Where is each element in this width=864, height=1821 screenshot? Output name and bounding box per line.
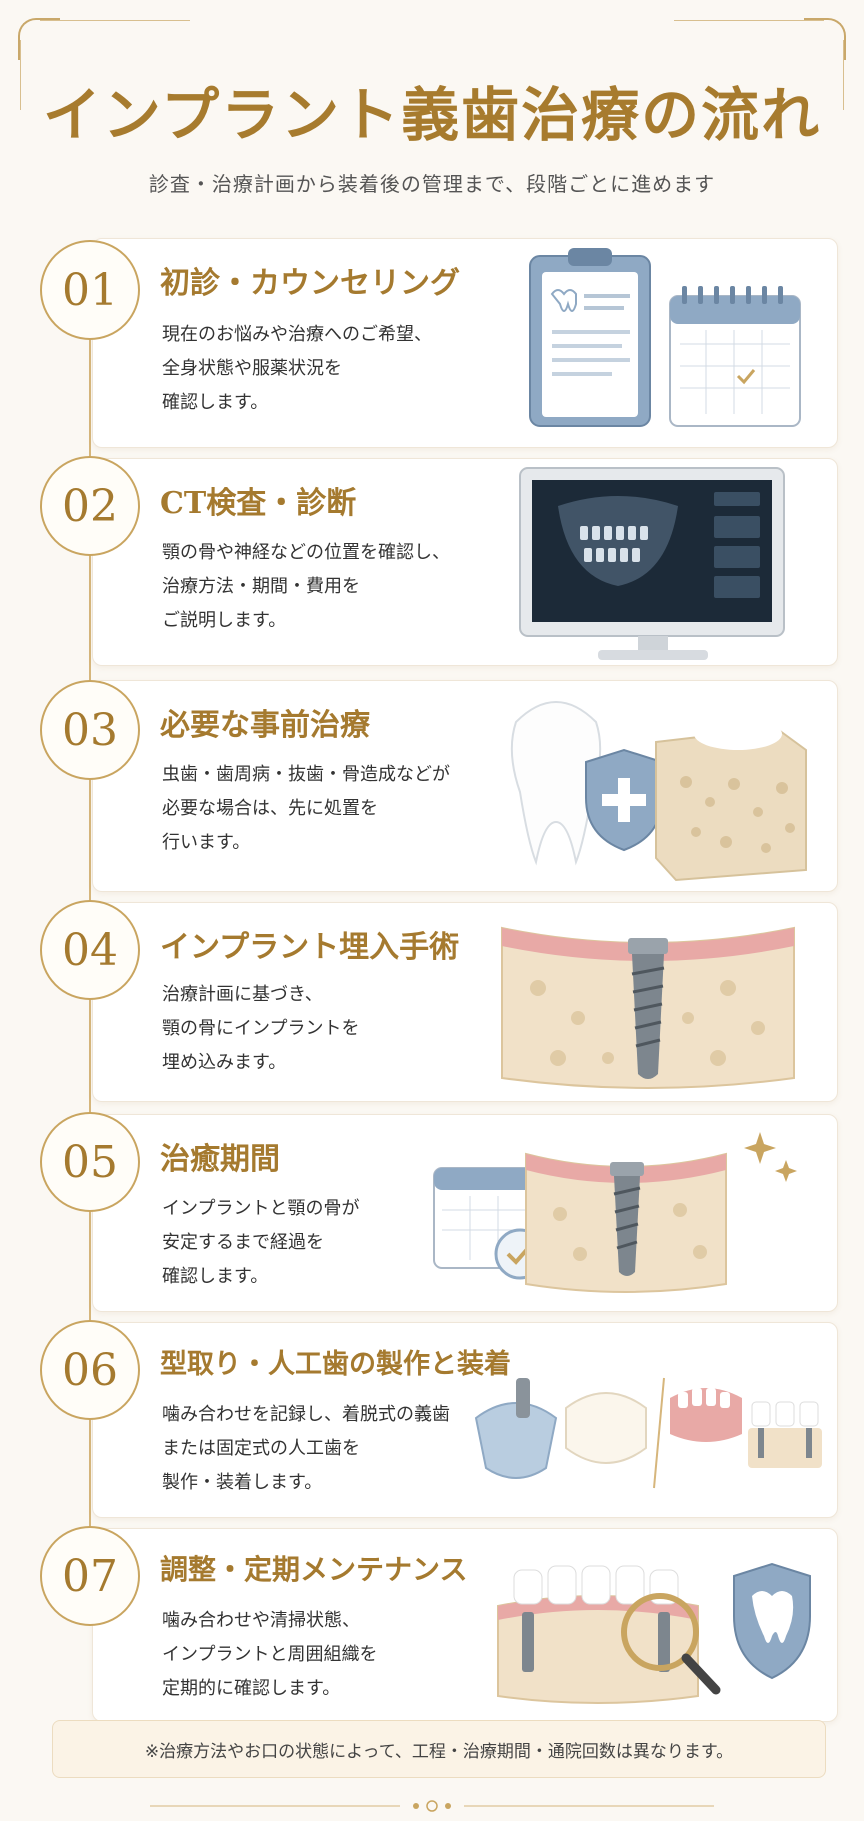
step-title: CT検査・診断	[160, 486, 357, 521]
footnote: ※治療方法やお口の状態によって、工程・治療期間・通院回数は異なります。	[52, 1720, 826, 1778]
step-number-badge: 07	[40, 1526, 140, 1626]
step-title: 型取り・人工歯の製作と装着	[160, 1349, 511, 1380]
desc-line: 確認します。	[162, 392, 269, 413]
desc-line: 安定するまで経過を	[162, 1232, 324, 1253]
step-title: 初診・カウンセリング	[160, 266, 460, 301]
corner-ornament	[804, 18, 846, 60]
step-number-badge: 05	[40, 1112, 140, 1212]
desc-line: 確認します。	[162, 1266, 269, 1287]
desc-line: 顎の骨や神経などの位置を確認し、	[162, 542, 450, 563]
healing-illustration	[433, 1132, 797, 1293]
pre-treatment-illustration	[510, 701, 807, 882]
xray-monitor-icon	[519, 467, 785, 660]
maintenance-illustration	[497, 1562, 811, 1704]
calendar-icon	[669, 286, 801, 427]
desc-line: 虫歯・歯周病・抜歯・骨造成などが	[162, 764, 450, 785]
desc-line: インプラントと顎の骨が	[162, 1198, 360, 1219]
desc-line: 製作・装着します。	[162, 1472, 323, 1493]
desc-line: 定期的に確認します。	[162, 1678, 341, 1699]
desc-line: 現在のお悩みや治療へのご希望、	[162, 324, 432, 345]
desc-line: 埋め込みます。	[162, 1052, 287, 1073]
sparkle-icon	[744, 1132, 776, 1164]
page-subtitle: 診査・治療計画から装着後の管理まで、段階ごとに進めます	[148, 172, 716, 196]
desc-line: 必要な場合は、先に処置を	[162, 798, 378, 819]
step-description: 噛み合わせを記録し、着脱式の義歯 または固定式の人工歯を 製作・装着します。	[162, 1398, 492, 1500]
desc-line: 顎の骨にインプラントを	[162, 1018, 360, 1039]
implant-in-bone-illustration	[501, 926, 795, 1089]
step-description: 治療計画に基づき、 顎の骨にインプラントを 埋め込みます。	[162, 978, 492, 1080]
corner-ornament	[18, 18, 60, 60]
frame-right-line	[843, 40, 844, 110]
step-number-badge: 01	[40, 240, 140, 340]
desc-line: 治療計画に基づき、	[162, 984, 323, 1005]
step-number-badge: 04	[40, 900, 140, 1000]
bottom-ornament	[150, 1800, 714, 1812]
step-title: インプラント埋入手術	[160, 930, 460, 965]
denture-icon	[565, 1392, 647, 1464]
step-number-badge: 06	[40, 1320, 140, 1420]
step-title: 調整・定期メンテナンス	[160, 1553, 468, 1586]
frame-left-line	[20, 40, 21, 110]
page-title: インプラント義歯治療の流れ	[42, 81, 822, 149]
desc-line: インプラントと周囲組織を	[162, 1644, 378, 1665]
desc-line: または固定式の人工歯を	[162, 1438, 360, 1459]
tooth-icon	[752, 1591, 794, 1643]
clipboard-icon	[529, 248, 651, 427]
frame-top-right-line	[674, 20, 824, 21]
step-description: インプラントと顎の骨が 安定するまで経過を 確認します。	[162, 1192, 492, 1294]
step-description: 虫歯・歯周病・抜歯・骨造成などが 必要な場合は、先に処置を 行います。	[162, 758, 492, 860]
step-title: 必要な事前治療	[160, 708, 370, 743]
step-number-badge: 03	[40, 680, 140, 780]
sparkle-icon	[775, 1160, 797, 1182]
step-description: 顎の骨や神経などの位置を確認し、 治療方法・期間・費用を ご説明します。	[162, 536, 492, 638]
desc-line: 全身状態や服薬状況を	[162, 358, 342, 379]
step-description: 噛み合わせや清掃状態、 インプラントと周囲組織を 定期的に確認します。	[162, 1604, 492, 1706]
implant-icon	[610, 1162, 644, 1276]
step-number-badge: 02	[40, 456, 140, 556]
desc-line: 治療方法・期間・費用を	[162, 576, 360, 597]
desc-line: 噛み合わせを記録し、着脱式の義歯	[162, 1404, 450, 1425]
step-description: 現在のお悩みや治療へのご希望、 全身状態や服薬状況を 確認します。	[162, 318, 492, 420]
desc-line: ご説明します。	[162, 610, 287, 631]
step-title: 治癒期間	[160, 1142, 280, 1177]
bone-block-icon	[655, 718, 807, 882]
desc-line: 噛み合わせや清掃状態、	[162, 1610, 360, 1631]
clipboard-calendar-illustration	[529, 248, 801, 427]
desc-line: 行います。	[162, 832, 251, 853]
tooth-icon	[510, 701, 602, 866]
magnifier-icon	[621, 1593, 721, 1695]
implant-icon	[628, 938, 668, 1079]
denture-fabrication-illustration	[474, 1377, 822, 1489]
frame-top-left-line	[40, 20, 190, 21]
